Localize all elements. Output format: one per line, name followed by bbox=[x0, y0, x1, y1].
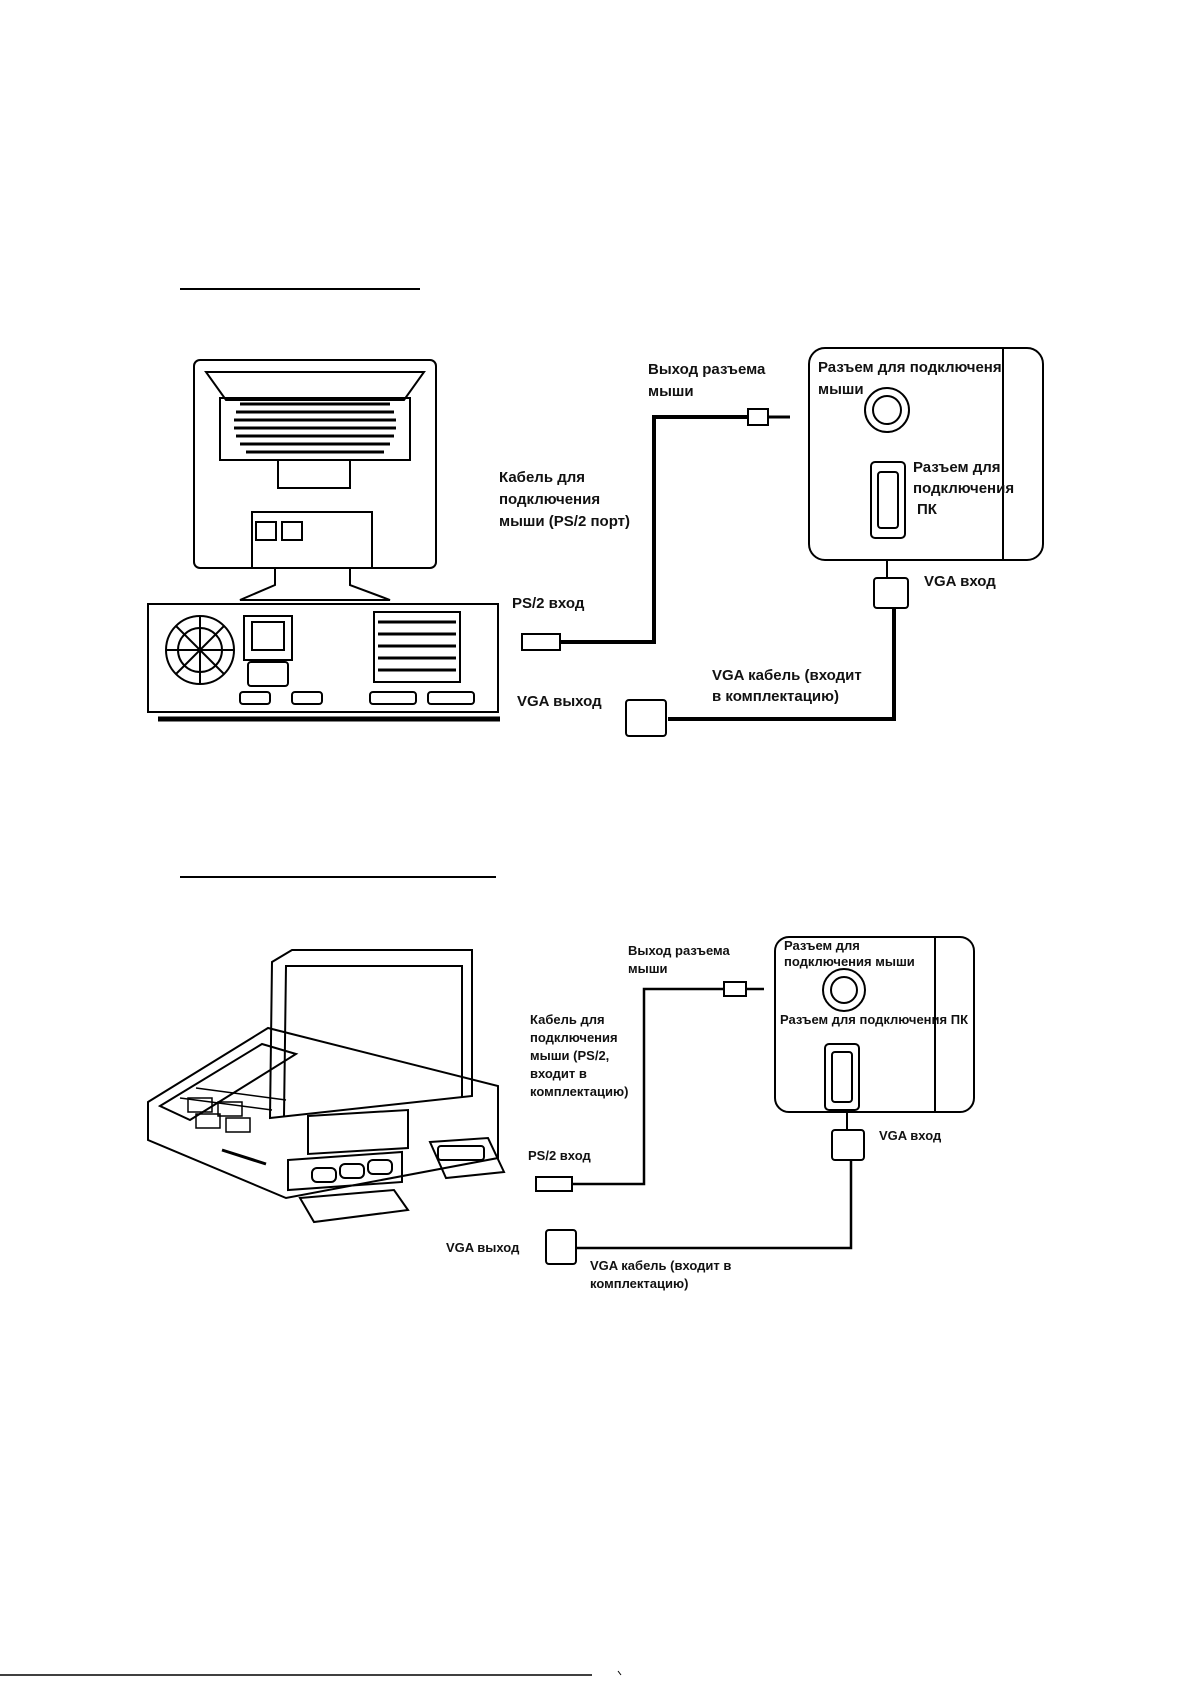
vga-cable-label: VGA кабель (входит в комплектацию) bbox=[590, 1258, 735, 1291]
laptop-diagram: Выход разъема мыши Разъем для подключени… bbox=[147, 936, 975, 1291]
laptop-illustration bbox=[147, 949, 506, 1224]
vga-in-label: VGA вход bbox=[924, 573, 996, 590]
vga-cable-label: VGA кабель (входит в комплектацию) bbox=[712, 667, 866, 705]
mouse-cable bbox=[521, 408, 790, 651]
ps2-plug-icon bbox=[723, 981, 747, 997]
vga-plug-icon bbox=[873, 577, 909, 609]
vga-port-icon bbox=[824, 1043, 860, 1111]
vga-plug-icon bbox=[625, 699, 667, 737]
pc-port-label: Разъем для подключения ПК bbox=[913, 459, 1018, 518]
mini-din-port-icon bbox=[864, 387, 910, 433]
ps2-in-label: PS/2 вход bbox=[512, 595, 585, 612]
ps2-in-label: PS/2 вход bbox=[528, 1148, 591, 1163]
vga-plug-icon bbox=[831, 1129, 865, 1161]
mouse-port-label: Разъем для подключеня мыши bbox=[818, 359, 1006, 398]
ps2-plug-icon bbox=[535, 1176, 573, 1192]
vga-plug-icon bbox=[545, 1229, 577, 1265]
ps2-plug-icon bbox=[521, 633, 561, 651]
footer-tick bbox=[617, 1670, 622, 1676]
mouse-cable-label: Кабель для подключения мыши (PS/2 порт) bbox=[499, 469, 630, 530]
vga-port-icon bbox=[870, 461, 906, 539]
vga-out-label: VGA выход bbox=[446, 1240, 520, 1255]
mouse-port-label: Разъем для подключения мыши bbox=[784, 938, 915, 969]
mouse-cable bbox=[535, 981, 764, 1192]
mouse-out-label: Выход разъема мыши bbox=[648, 361, 770, 400]
monitor-illustration bbox=[193, 359, 437, 601]
monitor-connector-panel bbox=[774, 936, 975, 1130]
mouse-cable-label: Кабель для подключения мыши (PS/2, входи… bbox=[530, 1012, 628, 1099]
ps2-plug-icon bbox=[747, 408, 769, 426]
pc-case-illustration bbox=[147, 603, 500, 722]
pc-port-label: Разъем для подключения ПК bbox=[780, 1012, 968, 1027]
vga-in-label: VGA вход bbox=[879, 1128, 942, 1143]
monitor-connector-panel bbox=[808, 347, 1044, 580]
mini-din-port-icon bbox=[822, 968, 866, 1012]
mouse-out-label: Выход разъема мыши bbox=[628, 943, 733, 976]
vga-cable bbox=[625, 577, 909, 737]
desktop-diagram: Выход разъема мыши Разъем для подключеня… bbox=[147, 347, 1044, 737]
vga-out-label: VGA выход bbox=[517, 693, 602, 710]
vga-cable bbox=[545, 1129, 865, 1265]
